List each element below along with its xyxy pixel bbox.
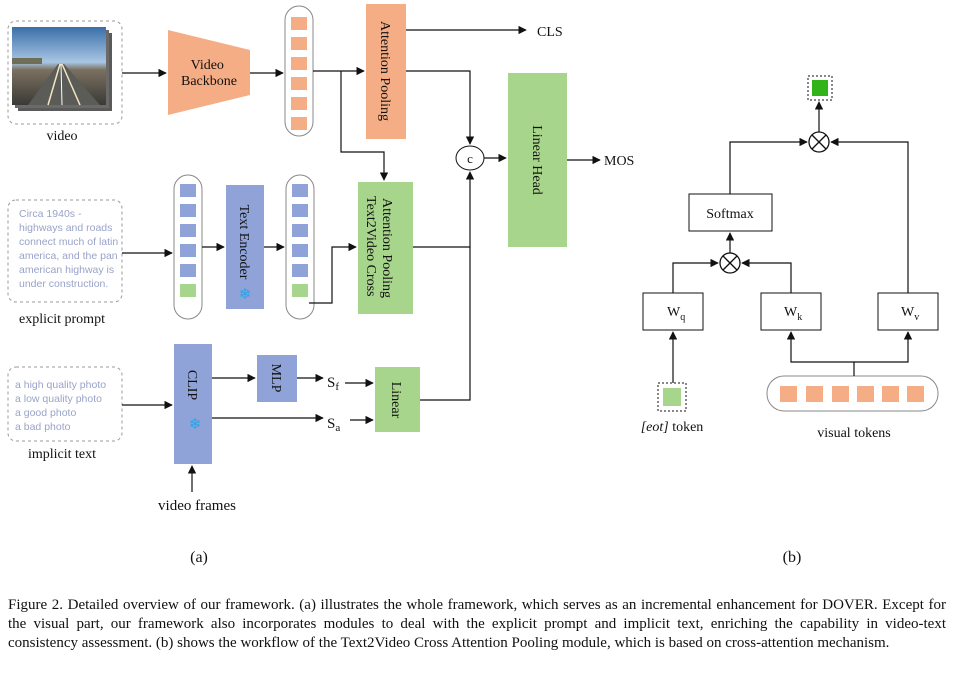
concat-label: c [467,151,473,166]
linear-head-label: Linear Head [529,125,544,195]
softmax-label: Softmax [706,207,753,222]
video-backbone-label: Video Backbone [181,58,237,89]
snowflake-icon: ❄ [189,417,202,433]
video-thumbnail [12,27,106,106]
text-tokens-1 [180,184,196,297]
visual-tokens-label: visual tokens [817,426,891,441]
explicit-prompt-box [7,199,123,303]
attention-pooling-label: Attention Pooling [377,21,392,121]
connectors-b [668,101,913,383]
implicit-text-box [7,366,123,442]
t2v-pooling-block [358,182,413,314]
linear-head-block [508,73,567,247]
wk-label: Wk [784,305,802,323]
snowflake-icon: ❄ [239,287,252,303]
framework-diagram: video Video Backbone Attention Pooling C… [7,4,939,566]
wv-label: Wv [901,305,919,323]
sf-label: Sf [327,375,339,393]
explicit-prompt-label: explicit prompt [19,312,105,327]
sa-label: Sa [327,416,340,434]
visual-tokens-a [291,17,307,130]
explicit-prompt-text: Circa 1940s - highways and roads connect… [19,208,121,290]
video-backbone-block [168,30,250,115]
t2v-pooling-label: Text2Video Cross Attention Pooling [363,196,394,300]
text-token-column-2 [285,174,315,320]
mlp-label: MLP [268,364,283,393]
eot-token [663,388,681,406]
connectors-a [122,25,601,492]
eot-token-box [657,382,687,412]
mos-label: MOS [604,154,634,169]
text-encoder-block [226,185,264,309]
cls-label: CLS [537,25,563,40]
panel-a-label: (a) [190,549,208,566]
panel-b-label: (b) [783,549,802,566]
implicit-text-lines: a high quality photo a low quality photo… [15,379,109,433]
video-label: video [46,129,77,144]
linear-block [375,367,420,432]
clip-block [174,344,212,464]
output-token-box [807,75,833,101]
visual-tokens-b [780,386,924,402]
visual-tokens-row [766,375,939,412]
video-frames-label: video frames [158,498,236,514]
mlp-block [257,355,297,402]
text-encoder-label: Text Encoder [236,205,251,280]
output-token [812,80,828,96]
clip-label: CLIP [184,370,199,401]
implicit-text-label: implicit text [28,447,96,462]
linear-label: Linear [388,382,403,419]
video-input [7,20,123,125]
attention-pooling-block [366,4,406,139]
eot-label: [eot] token [641,420,704,435]
wq-label: Wq [667,305,685,323]
text-tokens-2 [292,184,308,297]
figure-caption: Figure 2. Detailed overview of our frame… [8,597,946,651]
